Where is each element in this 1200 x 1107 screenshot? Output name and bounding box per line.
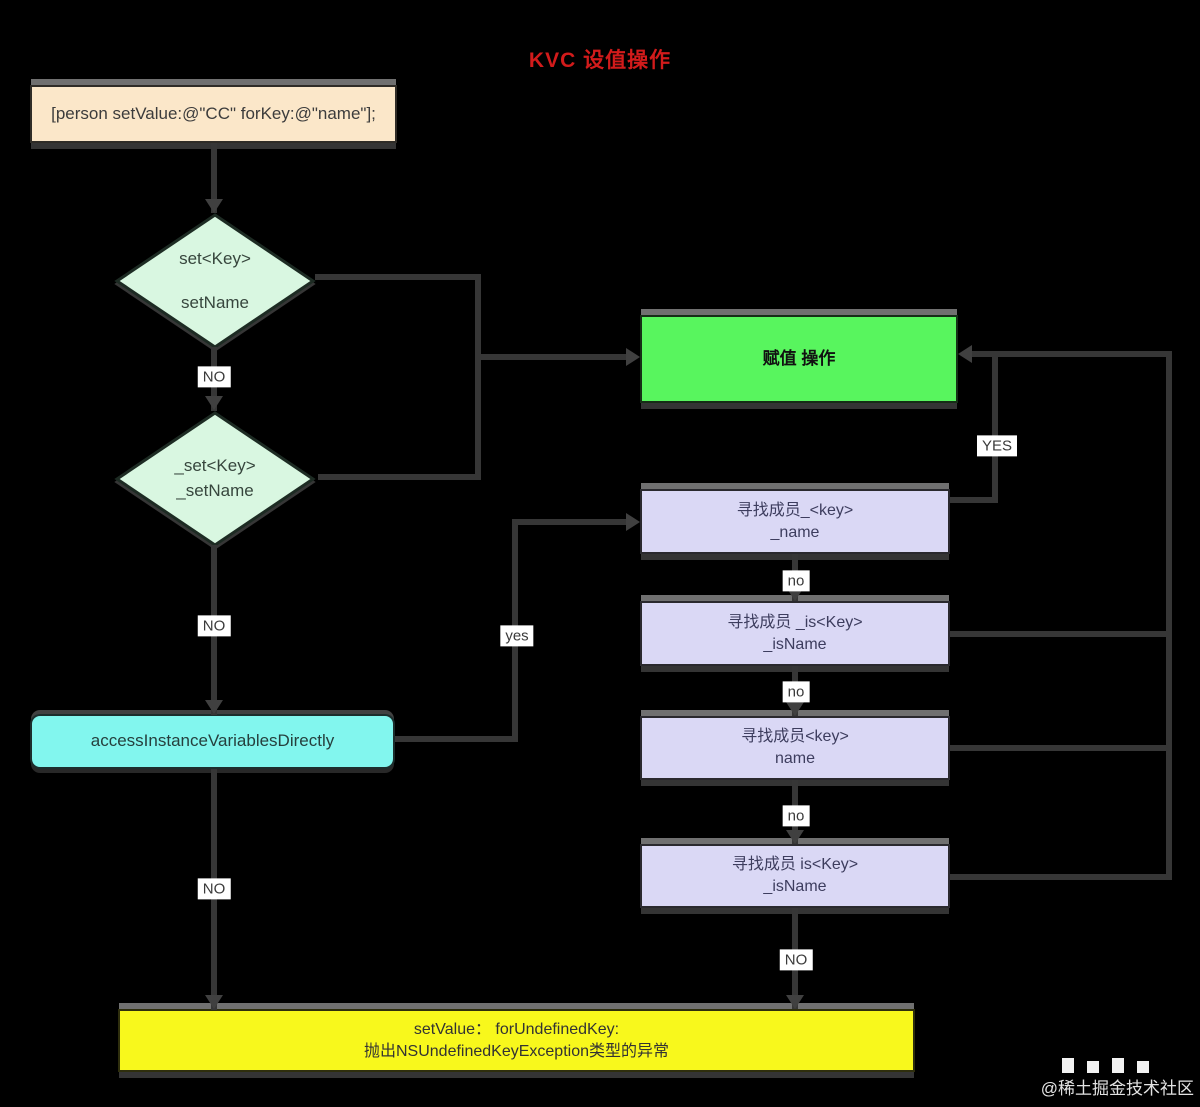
member-underscore-iskey-line1: 寻找成员 _is<Key> (727, 613, 863, 631)
connector-into-assign-left (481, 354, 628, 360)
edge-label-no-d2: NO (197, 615, 231, 637)
arrowhead-into-exception-left (205, 995, 223, 1009)
assign-operation-text: 赋值 操作 (762, 348, 836, 368)
exception-line1: setValue： forUndefinedKey: (413, 1020, 620, 1038)
connector-into-member1-left (512, 519, 628, 525)
connector-d2-right (318, 474, 481, 480)
watermark-logo-bar (1112, 1058, 1124, 1073)
member-key-line2: name (774, 750, 816, 767)
arrowhead-into-assign-right (958, 345, 972, 363)
node-member-key: 寻找成员<key> name (640, 716, 950, 780)
edge-label-no-member1: no (782, 570, 810, 592)
node-access-instance-variables: accessInstanceVariablesDirectly (30, 714, 395, 769)
arrowhead-into-member1-left (626, 513, 640, 531)
watermark-logo-bar (1087, 1061, 1099, 1073)
decision-setkey-line1: set<Key> (179, 248, 251, 268)
node-undefined-key-exception: setValue： forUndefinedKey: 抛出NSUndefined… (118, 1009, 915, 1072)
exception-line2: 抛出NSUndefinedKeyException类型的异常 (363, 1042, 669, 1060)
connector-code-to-d1 (211, 143, 217, 213)
edge-label-yes-member1: YES (976, 435, 1018, 457)
node-member-iskey: 寻找成员 is<Key> _isName (640, 844, 950, 908)
node-member-underscore-key: 寻找成员_<key> _name (640, 489, 950, 554)
member-iskey-line1: 寻找成员 is<Key> (731, 856, 859, 874)
code-statement-text: [person setValue:@"CC" forKey:@"name"]; (51, 103, 376, 123)
edge-label-no-access: NO (197, 878, 231, 900)
node-assign-operation: 赋值 操作 (640, 315, 958, 403)
arrowhead-into-exception-right (786, 995, 804, 1009)
edge-label-no-member2: no (782, 681, 810, 703)
edge-label-yes-access: yes (500, 625, 534, 647)
edge-label-no-d1: NO (197, 366, 231, 388)
arrowhead-into-d2 (205, 396, 223, 410)
connector-member4-right (950, 874, 1172, 880)
member-key-line1: 寻找成员<key> (741, 728, 849, 746)
watermark-logo-bar (1062, 1058, 1074, 1073)
arrowhead-into-assign-left (626, 348, 640, 366)
access-instance-variables-text: accessInstanceVariablesDirectly (90, 731, 335, 751)
connector-merge-vertical (475, 274, 481, 480)
connector-access-right (395, 736, 518, 742)
member-underscore-key-line1: 寻找成员_<key> (736, 501, 854, 519)
connector-assign-right (972, 351, 1172, 357)
connector-member3-right (950, 745, 1172, 751)
decision-usetkey-line2: _setName (176, 481, 254, 500)
node-member-underscore-iskey: 寻找成员 _is<Key> _isName (640, 601, 950, 666)
edge-label-no-member3: no (782, 805, 810, 827)
edge-label-no-member4: NO (779, 949, 813, 971)
arrowhead-into-access (205, 700, 223, 714)
arrowhead-into-member3 (786, 702, 804, 716)
member-underscore-key-line2: _name (770, 523, 820, 541)
decision-usetkey-line1: _set<Key> (174, 456, 256, 476)
node-code-statement: [person setValue:@"CC" forKey:@"name"]; (30, 85, 397, 143)
arrowhead-into-d1 (205, 199, 223, 213)
node-decision-setkey: set<Key> setName (113, 212, 317, 350)
connector-yes-member1 (992, 351, 998, 503)
node-decision-usetkey: _set<Key> _setName (113, 410, 317, 548)
watermark-text: @稀土掘金技术社区 (1040, 1079, 1194, 1098)
arrowhead-into-member4 (786, 830, 804, 844)
connector-member2-right (950, 631, 1172, 637)
decision-setkey-line2: setName (180, 293, 250, 312)
member-underscore-iskey-line2: _isName (763, 635, 827, 653)
diagram-title: KVC 设值操作 (528, 49, 672, 72)
member-iskey-line2: _isName (763, 878, 827, 895)
connector-member1-right (950, 497, 998, 503)
connector-d1-right (315, 274, 481, 280)
watermark-logo-bar (1137, 1061, 1149, 1073)
connector-far-right-vertical (1166, 351, 1172, 880)
